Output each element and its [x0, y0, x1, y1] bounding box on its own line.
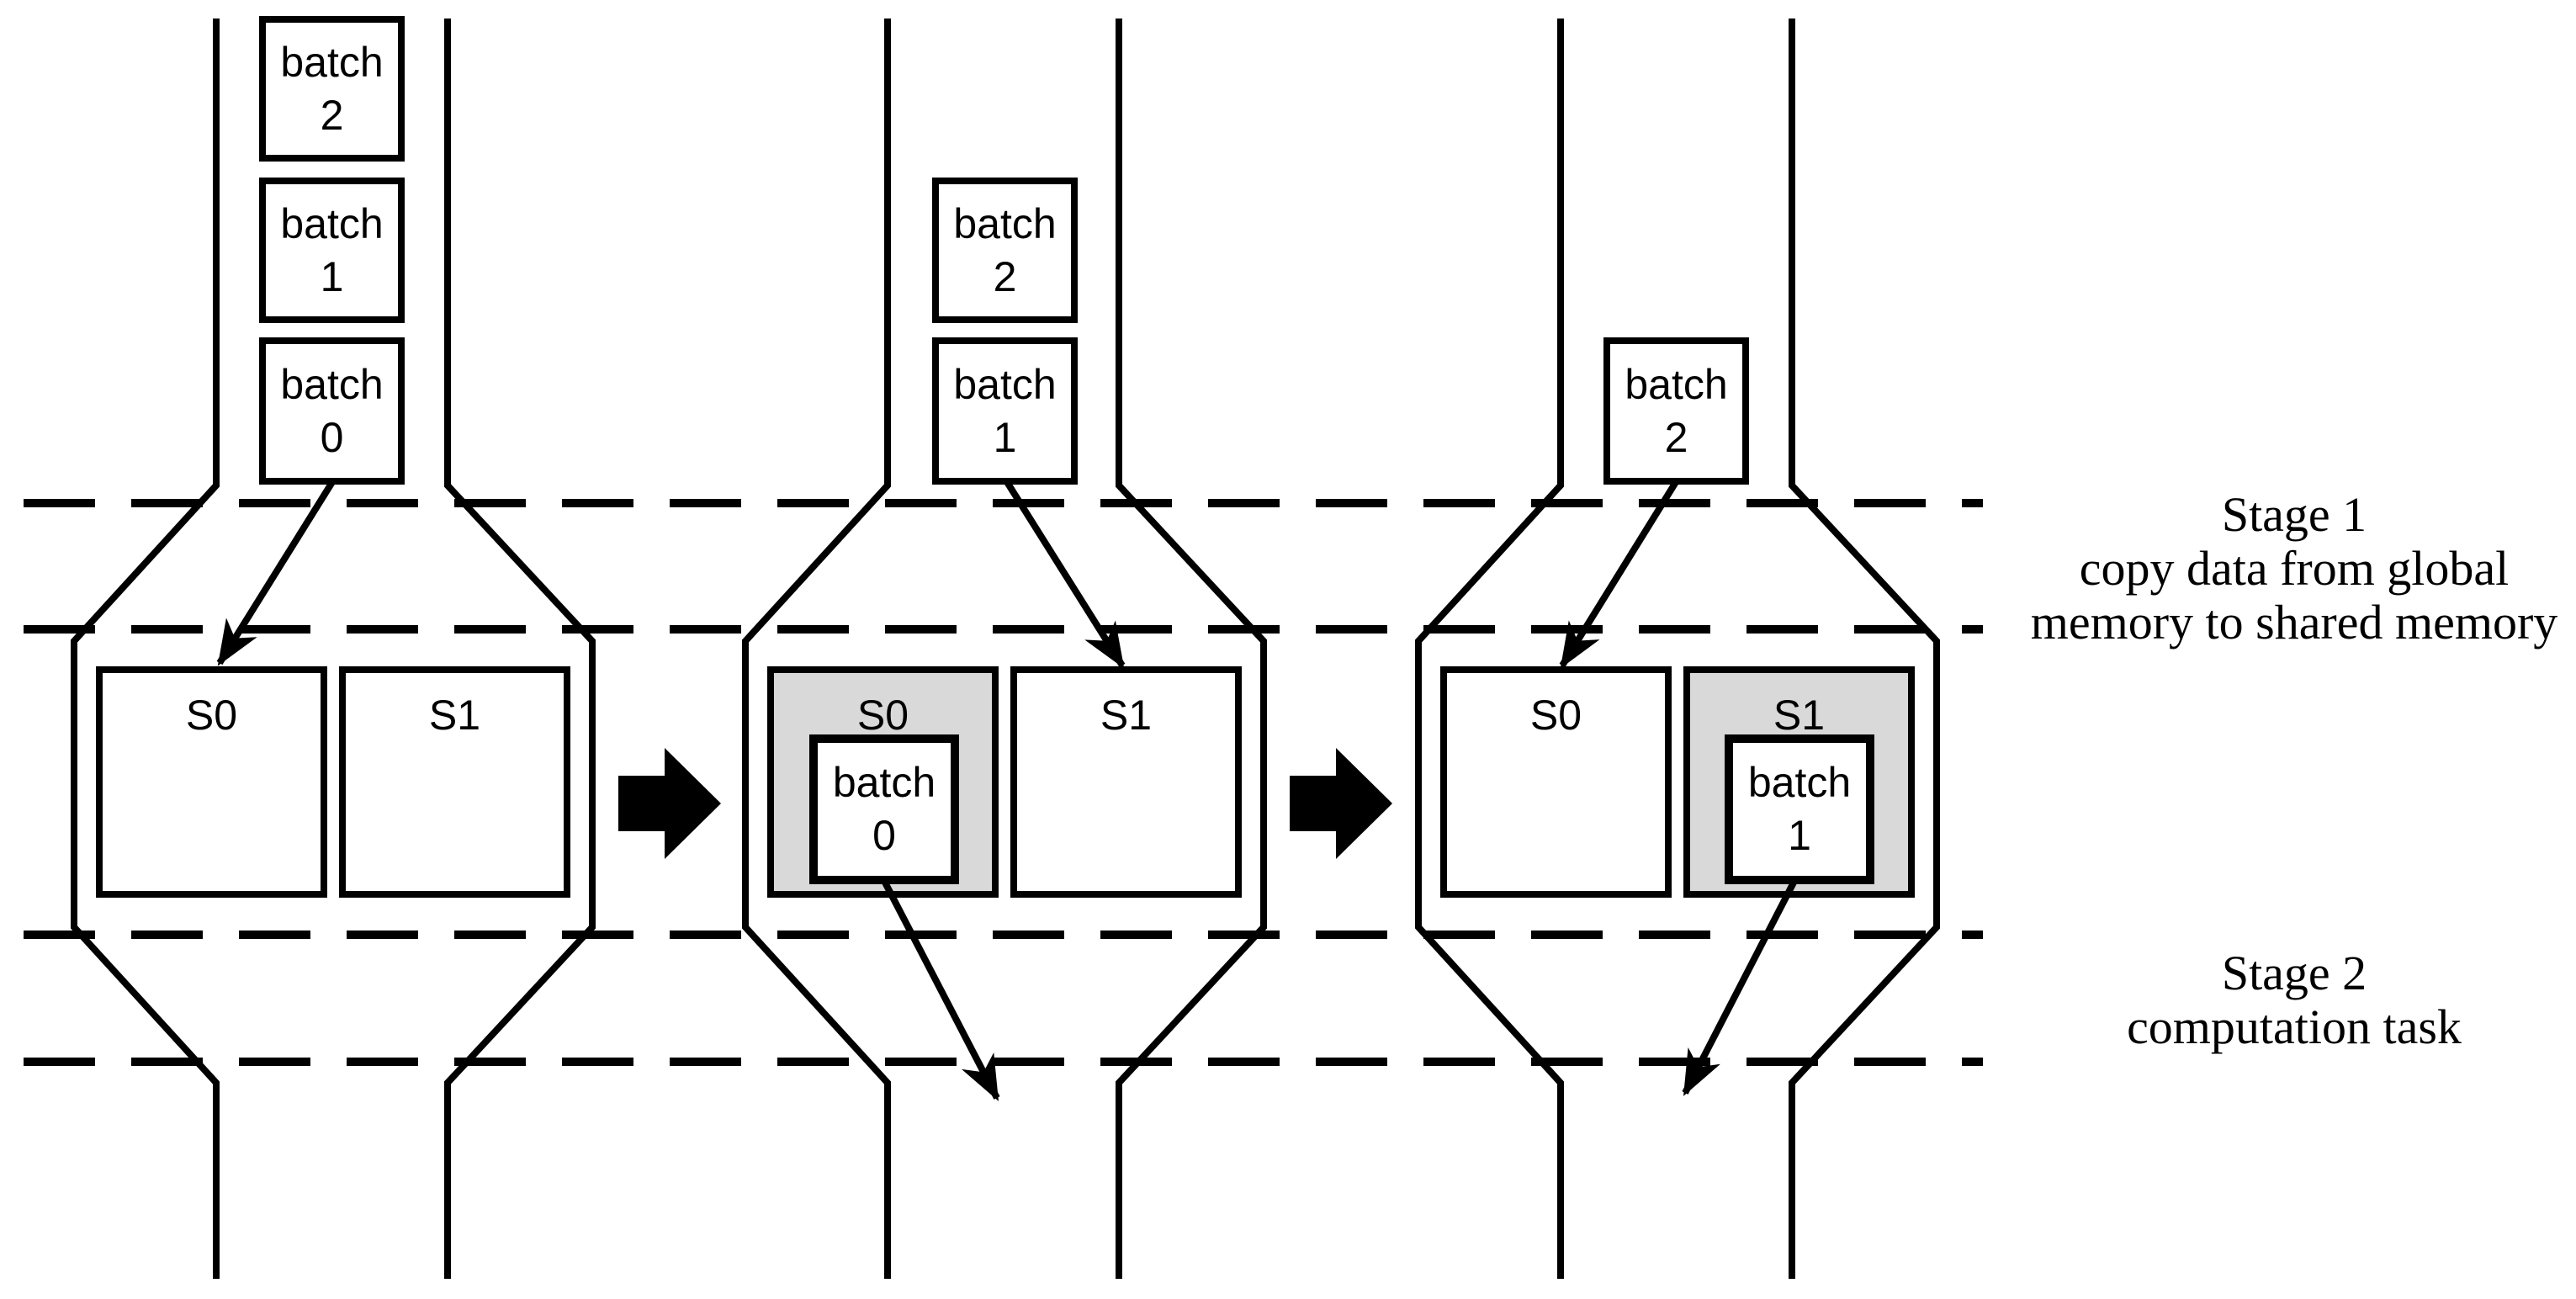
batch-word: batch [1747, 759, 1852, 806]
batch-number: 0 [872, 812, 896, 859]
panel-2-inner-batch-0-label: batch 0 [814, 739, 955, 880]
batch-number: 2 [1664, 413, 1688, 461]
panel-1-buffer-s1-box [339, 666, 570, 898]
panel-2-pipe-left-line [742, 19, 891, 1279]
batch-number: 2 [993, 252, 1017, 300]
panel-1-batch-2-label: batch 2 [262, 19, 401, 158]
panel-3-batch-2-label: batch 2 [1607, 341, 1746, 481]
panel-2-buffer-s1-box [1010, 666, 1242, 898]
panel-1-pipe-right-line [444, 19, 596, 1279]
panel-2-batch-1-box [932, 337, 1078, 485]
panel-2-batch-1-label: batch 1 [936, 341, 1074, 481]
stage-2-description: computation task [2127, 999, 2462, 1054]
panel-1-buffer-s1-label: S1 [428, 692, 481, 739]
panel-3-compute-arrow [1682, 879, 1798, 1096]
panel-3 [1415, 19, 1940, 1279]
batch-number: 1 [320, 252, 344, 300]
panel-1 [71, 16, 596, 1279]
panel-1-batch-1-box [259, 178, 405, 323]
panel-3-buffer-s1-label: S1 [1773, 692, 1826, 739]
batch-number: 1 [993, 413, 1017, 461]
panel-2 [742, 19, 1267, 1279]
batch-word: batch [280, 38, 384, 86]
panel-3-copy-arrow [1559, 480, 1679, 669]
stage-separator-lines [24, 499, 1983, 1066]
panel-1-pipe-left-line [71, 19, 220, 1279]
panel-2-buffer-s0-label: S0 [856, 692, 909, 739]
panel-2-buffer-s1-label: S1 [1100, 692, 1153, 739]
panel-3-batch-2-box [1603, 337, 1749, 485]
stage-1-title: Stage 1 [2221, 487, 2367, 542]
panel-2-batch-2-label: batch 2 [936, 181, 1074, 320]
batch-word: batch [280, 360, 384, 408]
panel-3-buffer-s0-label: S0 [1529, 692, 1582, 739]
panel-1-batch-1-label: batch 1 [262, 181, 401, 320]
panel-1-buffer-s0-box [96, 666, 327, 898]
batch-number: 1 [1788, 812, 1811, 859]
panel-1-batch-0-label: batch 0 [262, 341, 401, 481]
panel-2-batch-2-box [932, 178, 1078, 323]
panel-1-copy-arrow [216, 480, 336, 666]
panel-1-batch-2-box [259, 16, 405, 162]
panel-2-compute-arrow [881, 879, 1000, 1101]
transition-arrow-icon-1 [618, 748, 721, 859]
panel-1-batch-0-box [259, 337, 405, 485]
batch-number: 2 [320, 91, 344, 139]
panel-2-inner-batch-0-box [809, 734, 959, 884]
batch-word: batch [280, 199, 384, 247]
batch-word: batch [832, 759, 936, 806]
transition-arrow-icon-2 [1290, 748, 1392, 859]
panel-3-pipe-right-line [1789, 19, 1940, 1279]
panel-3-inner-batch-1-label: batch 1 [1729, 739, 1870, 880]
panel-2-copy-arrow [1004, 480, 1126, 669]
batch-number: 0 [320, 413, 344, 461]
stage-2-title: Stage 2 [2221, 946, 2367, 1000]
batch-word: batch [1625, 360, 1728, 408]
panel-3-buffer-s0-box [1440, 666, 1672, 898]
stage-1-description-line-1: copy data from global [2079, 541, 2510, 596]
stage-2-annotation: Stage 2 computation task [2000, 946, 2576, 1054]
panel-3-inner-batch-1-box [1725, 734, 1874, 884]
stage-1-annotation: Stage 1 copy data from global memory to … [2000, 488, 2576, 650]
panel-2-pipe-right-line [1116, 19, 1267, 1279]
panel-3-pipe-left-line [1415, 19, 1564, 1279]
batch-word: batch [953, 360, 1057, 408]
panel-1-buffer-s0-label: S0 [185, 692, 238, 739]
stage-1-description-line-2: memory to shared memory [2030, 595, 2558, 650]
batch-word: batch [953, 199, 1057, 247]
